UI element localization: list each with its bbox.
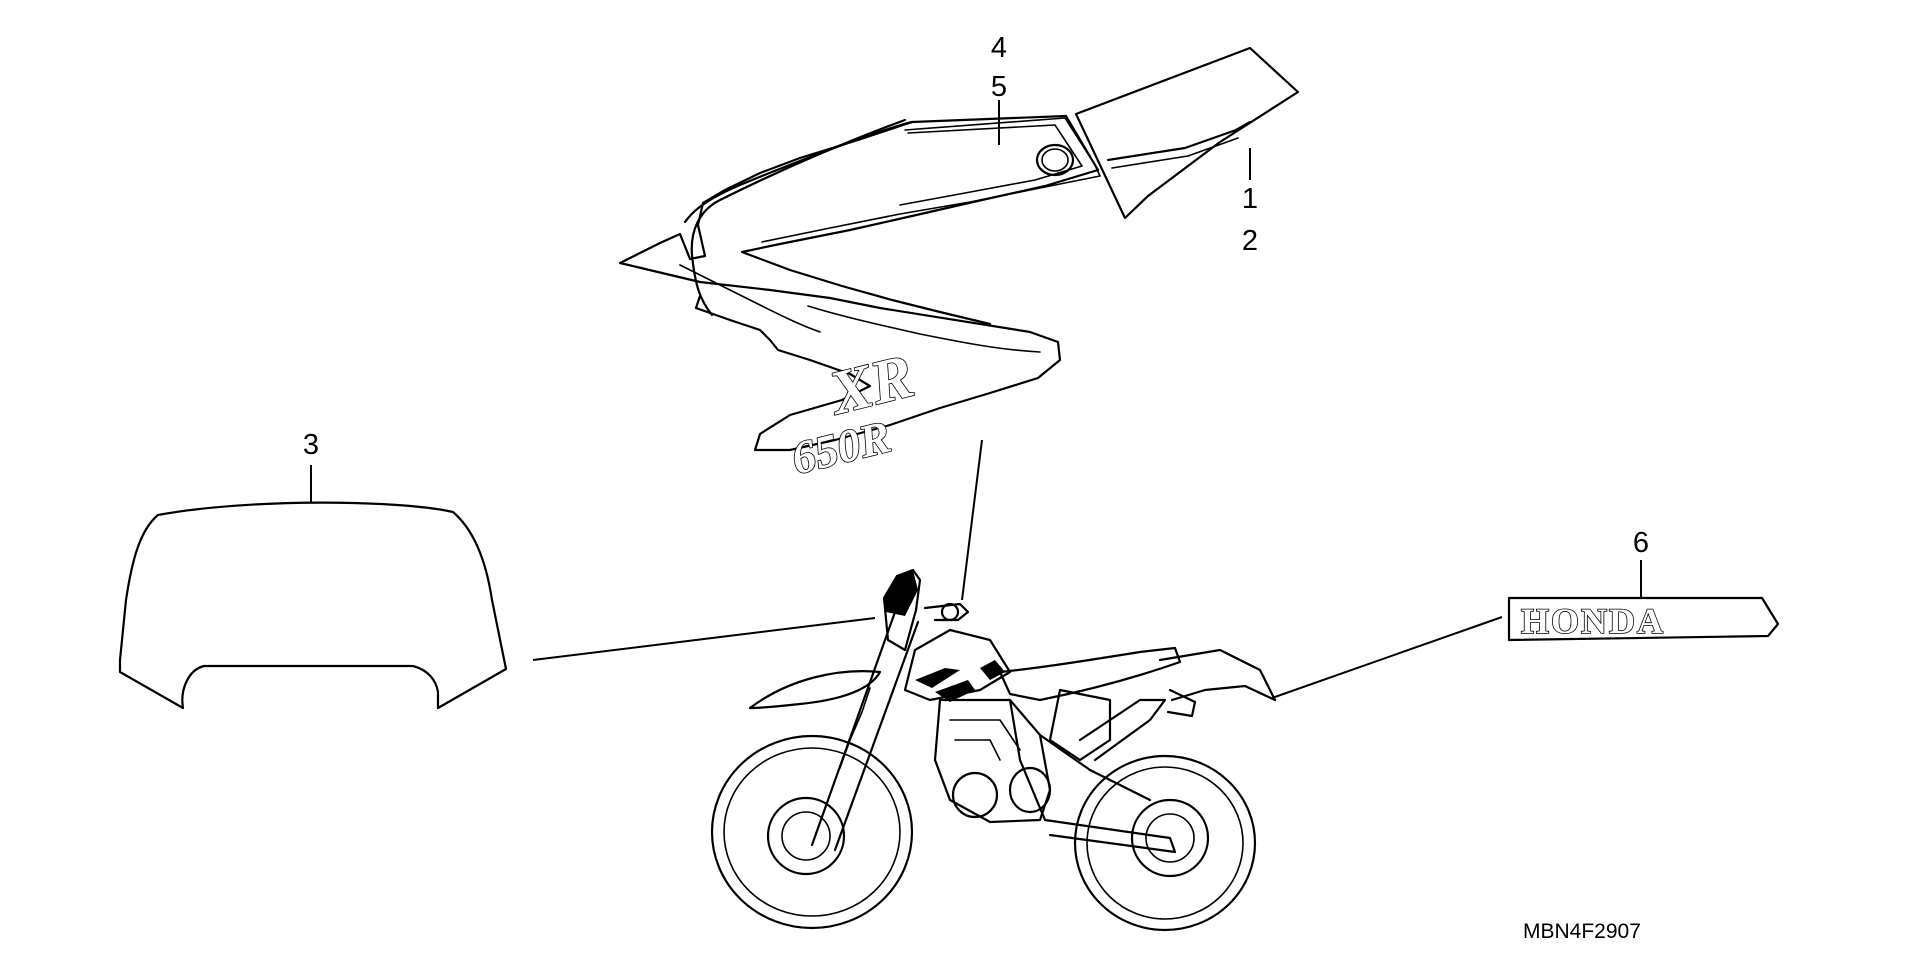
- callout-3[interactable]: 3: [303, 429, 319, 461]
- callout-4[interactable]: 4: [991, 32, 1007, 64]
- leader-lines: [310, 100, 1642, 699]
- motorcycle-illustration: [710, 568, 1277, 932]
- honda-decal-text: HONDA: [1521, 601, 1665, 641]
- rear-wheel: [1073, 754, 1257, 932]
- shroud-decal[interactable]: XR 650R: [618, 114, 1101, 485]
- callout-2[interactable]: 2: [1242, 225, 1258, 257]
- leader-windscreen: [532, 617, 876, 661]
- diagram-code: MBN4F2907: [1523, 920, 1641, 943]
- callout-5[interactable]: 5: [991, 71, 1007, 103]
- honda-decal[interactable]: HONDA: [1507, 596, 1780, 642]
- model-decal-650r: 650R: [787, 411, 896, 485]
- leader-honda: [1271, 616, 1503, 699]
- side-cover-stripe[interactable]: [1074, 46, 1300, 220]
- front-wheel: [710, 734, 914, 930]
- callout-1[interactable]: 1: [1242, 183, 1258, 215]
- shroud-decal-hole: [1035, 143, 1075, 177]
- callout-6[interactable]: 6: [1633, 527, 1649, 559]
- windscreen[interactable]: [118, 501, 508, 710]
- leader-shroud: [961, 439, 983, 601]
